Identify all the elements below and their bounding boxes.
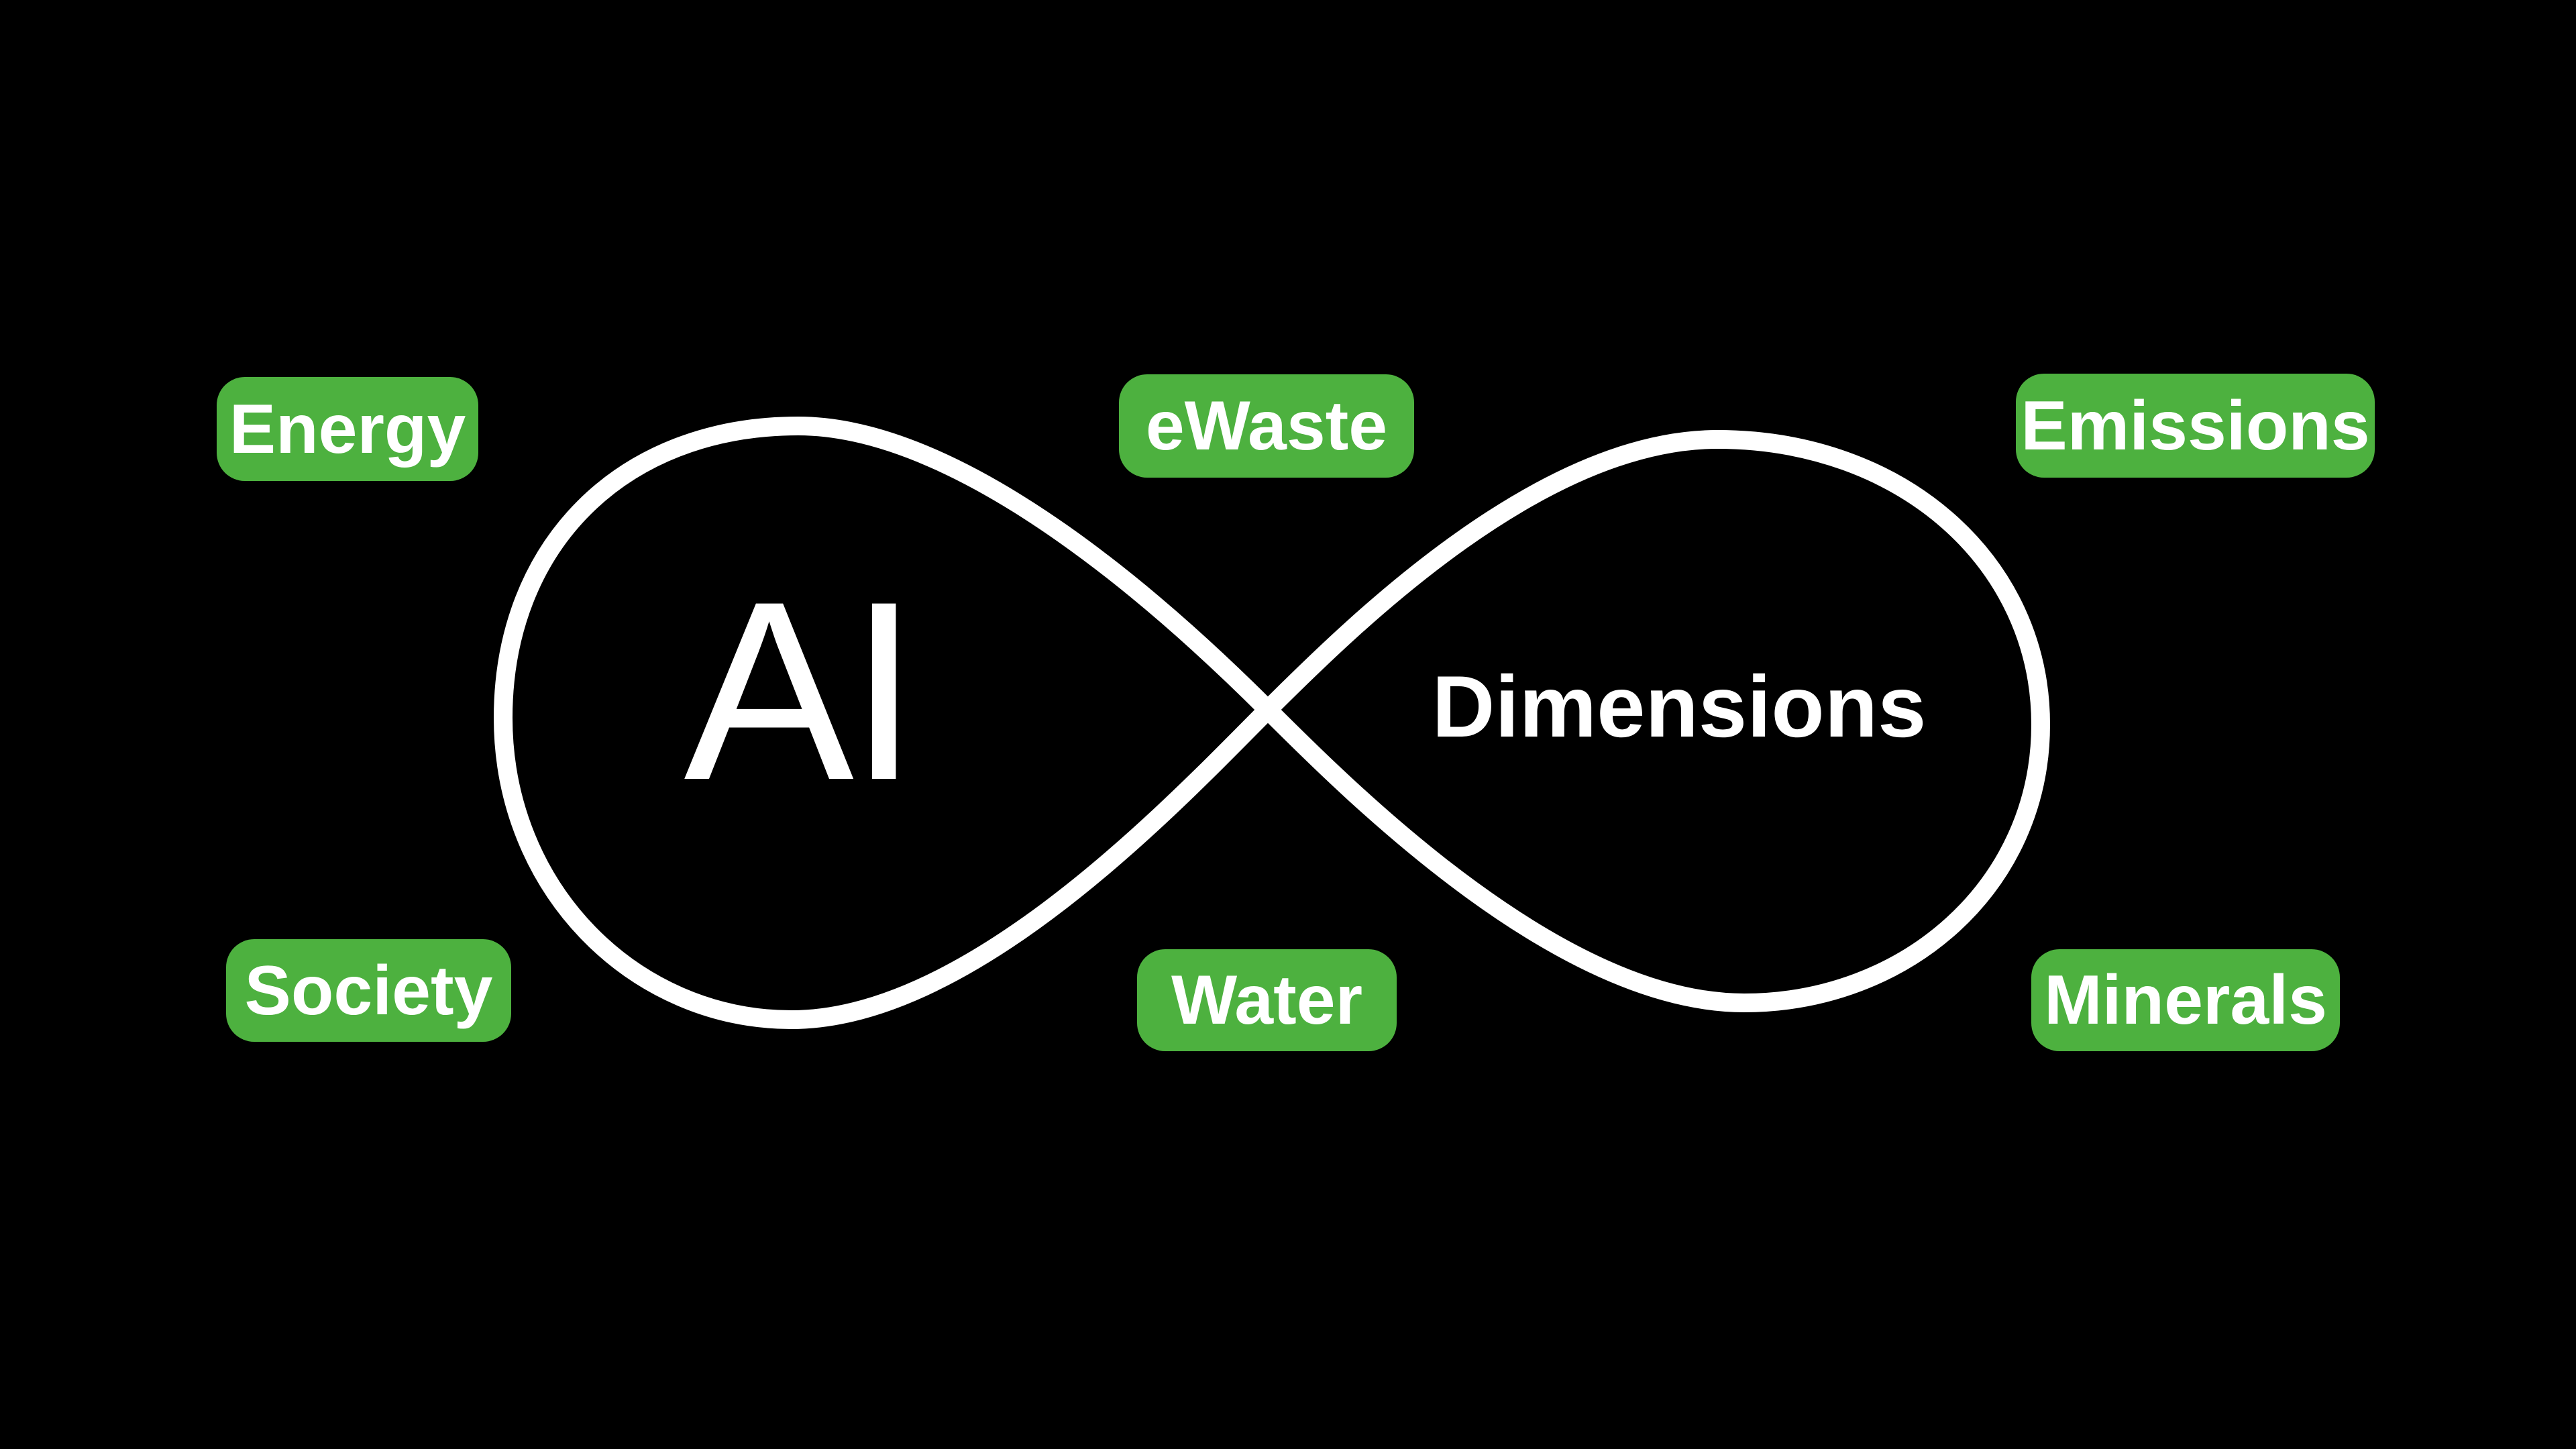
badge-minerals: Minerals: [2031, 949, 2340, 1051]
badge-water-label: Water: [1171, 961, 1363, 1039]
infinity-loop-outline: [494, 417, 2050, 1029]
left-loop-label: AI: [684, 548, 914, 833]
badge-water: Water: [1137, 949, 1397, 1051]
badge-ewaste-label: eWaste: [1145, 387, 1388, 465]
badge-society-label: Society: [244, 951, 493, 1030]
badge-energy-label: Energy: [229, 390, 466, 468]
badge-emissions: Emissions: [2016, 374, 2375, 478]
badge-society: Society: [226, 939, 511, 1042]
badge-ewaste: eWaste: [1119, 374, 1414, 478]
badge-minerals-label: Minerals: [2044, 961, 2327, 1039]
badge-emissions-label: Emissions: [2021, 386, 2370, 465]
badge-energy: Energy: [217, 377, 478, 481]
right-loop-label: Dimensions: [1432, 657, 1927, 755]
